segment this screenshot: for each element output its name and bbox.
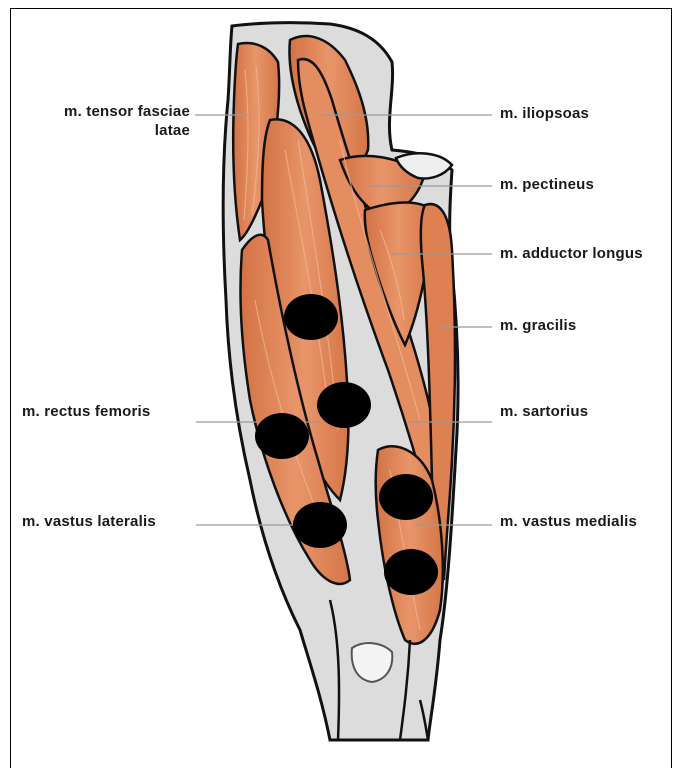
label-gracilis: m. gracilis [500, 316, 576, 335]
label-vastus-medialis: m. vastus medialis [500, 512, 637, 531]
marker-dot-5 [379, 474, 433, 520]
marker-dot-3 [255, 413, 309, 459]
label-adductor-longus: m. adductor longus [500, 244, 643, 263]
label-rectus-femoris: m. rectus femoris [22, 402, 150, 421]
label-pectineus: m. pectineus [500, 175, 594, 194]
marker-dot-1 [284, 294, 338, 340]
label-sartorius: m. sartorius [500, 402, 588, 421]
label-iliopsoas: m. iliopsoas [500, 104, 589, 123]
label-tensor-line2: latae [20, 121, 190, 140]
label-vastus-lateralis: m. vastus lateralis [22, 512, 156, 531]
label-tensor-fasciae-latae: m. tensor fasciae latae [20, 102, 190, 140]
marker-dot-4 [293, 502, 347, 548]
marker-dot-6 [384, 549, 438, 595]
marker-dot-2 [317, 382, 371, 428]
label-tensor-line1: m. tensor fasciae [20, 102, 190, 121]
